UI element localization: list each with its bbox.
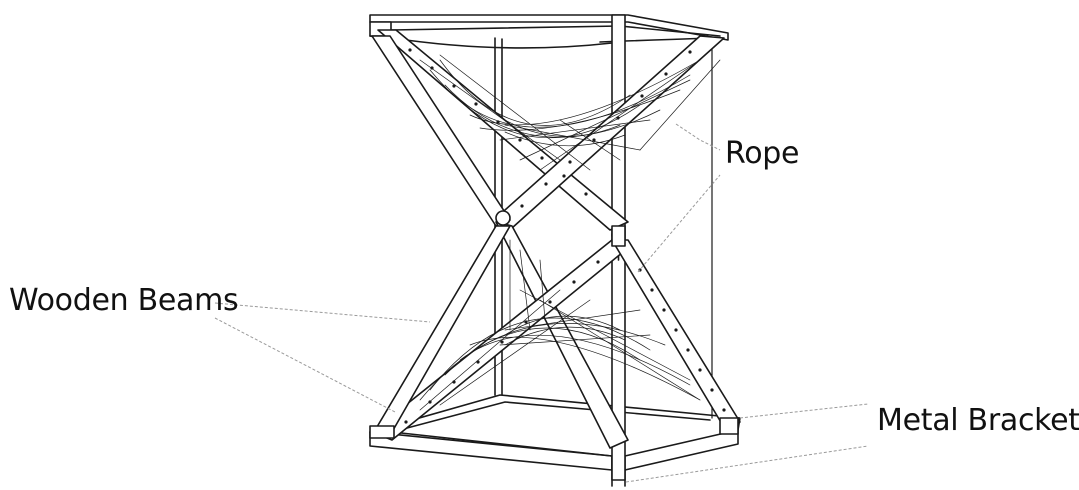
upper-beams [371,29,725,231]
beams-leader-upper [214,302,431,323]
rope-net-lower [419,239,701,411]
brackets-leader-lower [625,445,869,483]
rope-leader-upper [675,123,721,151]
rope-leader-lower [637,174,721,273]
wooden-beams-label: Wooden Beams [9,283,239,318]
brackets-leader-upper [739,403,869,419]
lower-beams [371,221,741,449]
rope-net-upper [419,54,721,171]
beam-bolts [404,48,726,424]
rope-label: Rope [725,136,800,171]
metal-brackets [369,210,739,439]
metal-brackets-label: Metal Brackets [877,403,1079,438]
beams-leader-lower [214,317,396,413]
leader-lines [214,123,869,483]
